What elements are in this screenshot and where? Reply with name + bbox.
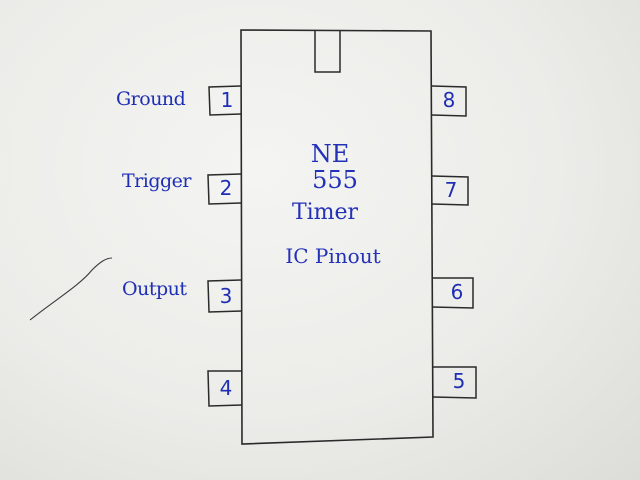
pin-1-box — [208, 85, 242, 116]
pin-6-box — [431, 277, 474, 309]
pin-7-number: 7 — [444, 178, 458, 202]
chip-title-pinout: IC Pinout — [285, 244, 381, 268]
pin-1-label: Ground — [116, 88, 186, 110]
chip-title-555: 555 — [312, 166, 358, 194]
chip-title-timer: Timer — [291, 200, 359, 225]
pin-8-number: 8 — [442, 88, 456, 112]
pin-2-box — [207, 173, 242, 205]
chip-title-ne: NE — [310, 140, 350, 168]
pin-3-number: 3 — [219, 284, 233, 308]
pin-1-number: 1 — [220, 88, 234, 112]
pin-6-number: 6 — [450, 280, 464, 304]
pin-4-box — [207, 370, 243, 407]
pin-2-label: Trigger — [122, 170, 191, 192]
pin-5-box — [432, 366, 477, 399]
pin-2-number: 2 — [219, 176, 233, 200]
pin-7-box — [431, 175, 469, 206]
pencil-stroke — [29, 257, 113, 321]
pin-3-box — [207, 279, 243, 313]
pin-5-number: 5 — [452, 369, 466, 393]
chip-body — [240, 29, 434, 445]
chip-notch — [314, 31, 341, 73]
pin-8-box — [431, 85, 467, 117]
pin-4-number: 4 — [219, 376, 233, 400]
pin-3-label: Output — [122, 278, 187, 300]
